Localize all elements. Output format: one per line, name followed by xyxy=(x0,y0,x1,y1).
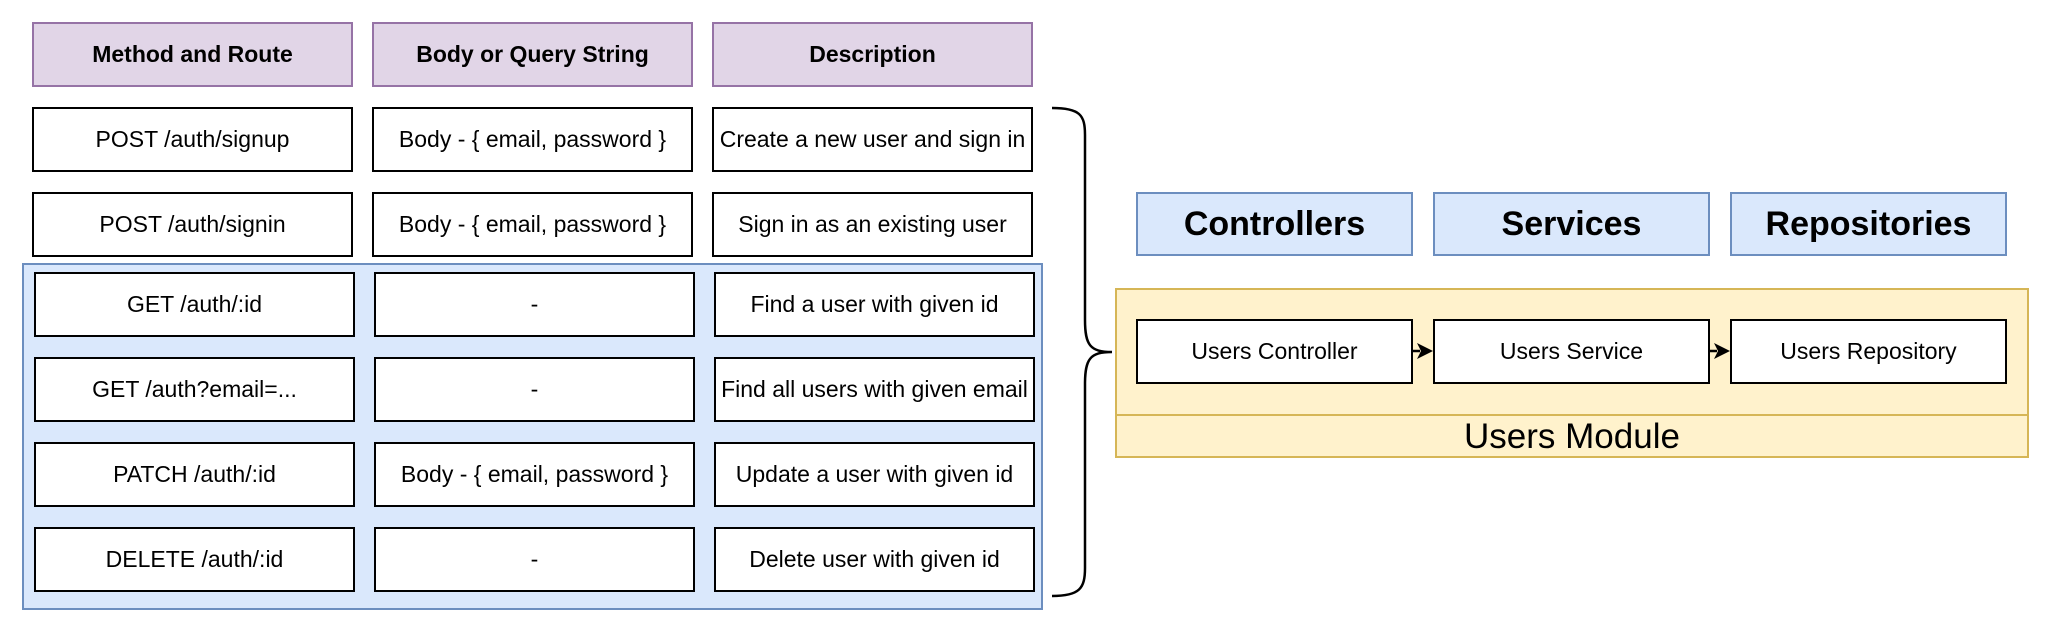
layer-controllers: Controllers xyxy=(1136,192,1413,256)
users-repository: Users Repository xyxy=(1730,319,2007,384)
description-patch: Update a user with given id xyxy=(714,442,1035,507)
header-body-or-query-string: Body or Query String xyxy=(372,22,693,87)
body-patch: Body - { email, password } xyxy=(374,442,695,507)
body-signin: Body - { email, password } xyxy=(372,192,693,257)
route-patch: PATCH /auth/:id xyxy=(34,442,355,507)
users-service: Users Service xyxy=(1433,319,1710,384)
description-get-by-email: Find all users with given email xyxy=(714,357,1035,422)
description-delete: Delete user with given id xyxy=(714,527,1035,592)
description-get-by-id: Find a user with given id xyxy=(714,272,1035,337)
description-signin: Sign in as an existing user xyxy=(712,192,1033,257)
header-method-and-route: Method and Route xyxy=(32,22,353,87)
body-delete: - xyxy=(374,527,695,592)
description-signup: Create a new user and sign in xyxy=(712,107,1033,172)
layer-services: Services xyxy=(1433,192,1710,256)
users-controller: Users Controller xyxy=(1136,319,1413,384)
routes-curly-brace xyxy=(1051,106,1113,598)
route-get-by-id: GET /auth/:id xyxy=(34,272,355,337)
body-get-by-id: - xyxy=(374,272,695,337)
body-get-by-email: - xyxy=(374,357,695,422)
body-signup: Body - { email, password } xyxy=(372,107,693,172)
route-signup: POST /auth/signup xyxy=(32,107,353,172)
route-delete: DELETE /auth/:id xyxy=(34,527,355,592)
header-description: Description xyxy=(712,22,1033,87)
users-module-divider xyxy=(1116,414,2028,416)
users-module-label: Users Module xyxy=(1464,417,1680,456)
layer-repositories: Repositories xyxy=(1730,192,2007,256)
route-signin: POST /auth/signin xyxy=(32,192,353,257)
route-get-by-email: GET /auth?email=... xyxy=(34,357,355,422)
